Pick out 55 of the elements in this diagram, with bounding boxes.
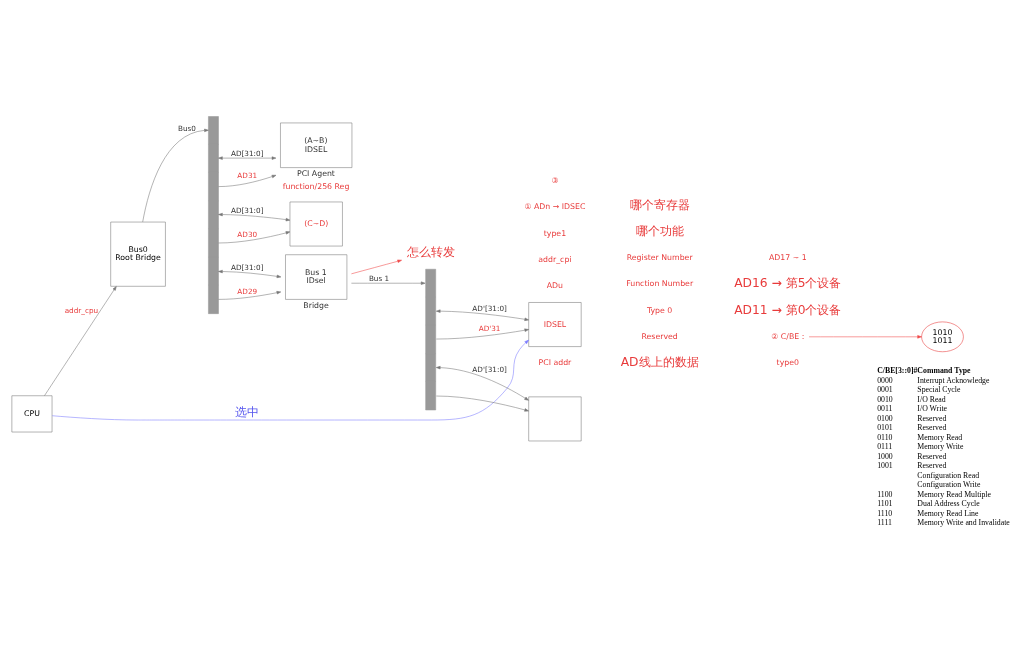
label: Reserved — [916, 460, 946, 470]
arrow — [350, 259, 402, 274]
arrow — [217, 174, 276, 187]
label: Configuration Write — [916, 479, 980, 489]
label: 1100 — [876, 489, 892, 499]
label: 1111 — [876, 517, 892, 527]
label: Interrupt Acknowledge — [916, 375, 989, 385]
label: Memory Read — [916, 432, 962, 442]
edge-label: 选中 — [234, 404, 259, 419]
label: AD16 → 第5个设备 — [733, 275, 841, 290]
arrow — [43, 285, 117, 396]
arrow — [808, 334, 922, 338]
label: C/BE[3::0]# — [876, 365, 917, 375]
arrow — [217, 212, 290, 221]
arrow — [217, 290, 281, 300]
label: 1110 — [876, 508, 892, 518]
arrow — [435, 328, 529, 339]
label: Memory Read Line — [916, 508, 978, 518]
label: Memory Write and Invalidate — [916, 517, 1010, 527]
label: I/O Write — [916, 403, 947, 413]
label: 0010 — [876, 394, 893, 404]
label: Configuration Read — [916, 470, 979, 480]
label: 1101 — [876, 498, 892, 508]
label: Dual Address Cycle — [916, 498, 980, 508]
label: I/O Read — [916, 394, 946, 404]
label: 0011 — [876, 403, 892, 413]
label: Special Cycle — [916, 384, 960, 394]
arrow — [435, 395, 529, 412]
arrow — [435, 365, 529, 401]
arrow — [217, 230, 290, 243]
label: 0101 — [876, 422, 893, 432]
label: Reserved — [916, 413, 946, 423]
label: 0001 — [876, 384, 893, 394]
label: 1000 — [876, 451, 893, 461]
label: 哪个功能 — [635, 223, 684, 238]
label: Reserved — [916, 451, 946, 461]
arrow — [51, 339, 529, 420]
node-box — [527, 396, 581, 441]
label: Memory Write — [916, 441, 963, 451]
label: AD线上的数据 — [620, 354, 699, 369]
label: 0110 — [876, 432, 892, 442]
arrow — [141, 128, 209, 222]
label: 哪个寄存器 — [629, 197, 690, 212]
label: AD11 → 第0个设备 — [733, 302, 841, 317]
label: 0111 — [876, 441, 892, 451]
label: 0100 — [876, 413, 893, 423]
arrow — [435, 309, 529, 321]
arrow — [217, 155, 276, 160]
label: Memory Read Multiple — [916, 489, 991, 499]
label: 1001 — [876, 460, 893, 470]
node-text: 怎么转发 — [406, 244, 455, 259]
arrow — [217, 269, 281, 278]
arrow — [350, 281, 425, 285]
label: Reserved — [916, 422, 946, 432]
label: 0000 — [876, 375, 893, 385]
